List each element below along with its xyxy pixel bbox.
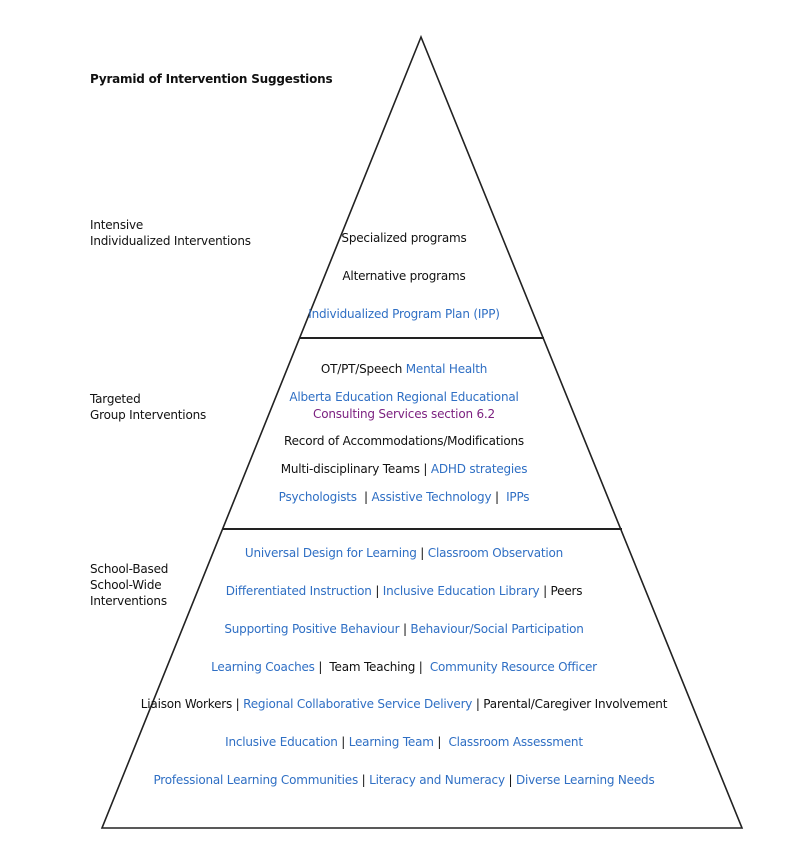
pyramid-outline xyxy=(100,34,744,829)
intervention-text: | Parental/Caregiver Involvement xyxy=(472,697,668,711)
tier-label-line: Group Interventions xyxy=(90,408,207,422)
intervention-text: | Peers xyxy=(539,584,583,598)
intervention-line: Differentiated Instruction | Inclusive E… xyxy=(0,584,808,598)
intervention-line: Supporting Positive Behaviour | Behaviou… xyxy=(0,622,808,636)
resource-link[interactable]: Community Resource Officer xyxy=(429,660,597,674)
intervention-line: Psychologists | Assistive Technology | I… xyxy=(0,490,808,504)
resource-link[interactable]: Learning Team xyxy=(348,735,434,749)
tier-label-line: Interventions xyxy=(90,594,167,608)
intervention-text: | xyxy=(416,546,428,560)
resource-link[interactable]: IPPs xyxy=(506,490,530,504)
resource-link[interactable]: Regional Collaborative Service Delivery xyxy=(243,697,473,711)
tier-label-intensive: Intensive Individualized Interventions xyxy=(90,217,251,249)
tier-label-line: Individualized Interventions xyxy=(90,234,251,248)
resource-link[interactable]: Classroom Observation xyxy=(427,546,564,560)
resource-link[interactable]: Universal Design for Learning xyxy=(244,546,417,560)
intervention-line: Individualized Program Plan (IPP) xyxy=(0,307,808,321)
intervention-line: Record of Accommodations/Modifications xyxy=(0,434,808,448)
resource-link[interactable]: Literacy and Numeracy xyxy=(369,773,505,787)
intervention-line: Alternative programs xyxy=(0,269,808,283)
intervention-text: | xyxy=(371,584,383,598)
resource-link[interactable]: Professional Learning Communities xyxy=(153,773,359,787)
diagram-title: Pyramid of Intervention Suggestions xyxy=(90,72,333,86)
resource-link[interactable]: ADHD strategies xyxy=(430,462,528,476)
resource-link[interactable]: Diverse Learning Needs xyxy=(515,773,655,787)
resource-link[interactable]: Classroom Assessment xyxy=(448,735,583,749)
intervention-text: | xyxy=(433,735,449,749)
intervention-line: Inclusive Education | Learning Team | Cl… xyxy=(0,735,808,749)
tier-label-school-wide: School-Based School-Wide Interventions xyxy=(90,561,168,609)
resource-link[interactable]: Inclusive Education xyxy=(225,735,338,749)
intervention-text: Liaison Workers | xyxy=(140,697,244,711)
intervention-text: | xyxy=(356,490,372,504)
resource-link[interactable]: Alberta Education Regional Educational xyxy=(289,390,519,404)
intervention-line: OT/PT/Speech Mental Health xyxy=(0,362,808,376)
intervention-text: Specialized programs xyxy=(341,231,467,245)
intervention-text: | xyxy=(504,773,516,787)
intervention-line: Alberta Education Regional Educational xyxy=(0,390,808,404)
intervention-line: Learning Coaches | Team Teaching | Commu… xyxy=(0,660,808,674)
resource-link[interactable]: Psychologists xyxy=(278,490,357,504)
intervention-text: | xyxy=(491,490,507,504)
resource-link[interactable]: Consulting Services section 6.2 xyxy=(313,407,495,421)
intervention-line: Liaison Workers | Regional Collaborative… xyxy=(0,697,808,711)
intervention-line: Professional Learning Communities | Lite… xyxy=(0,773,808,787)
intervention-line: Multi-disciplinary Teams | ADHD strategi… xyxy=(0,462,808,476)
intervention-text: Alternative programs xyxy=(342,269,466,283)
intervention-text: Multi-disciplinary Teams | xyxy=(280,462,431,476)
tier-label-line: School-Based xyxy=(90,562,169,576)
intervention-text: | xyxy=(358,773,370,787)
intervention-text: OT/PT/Speech xyxy=(320,362,406,376)
tier-label-line: School-Wide xyxy=(90,578,162,592)
resource-link[interactable]: Behaviour/Social Participation xyxy=(410,622,584,636)
intervention-text: | Team Teaching | xyxy=(314,660,430,674)
intervention-line: Specialized programs xyxy=(0,231,808,245)
resource-link[interactable]: Supporting Positive Behaviour xyxy=(224,622,400,636)
intervention-text: | xyxy=(337,735,349,749)
resource-link[interactable]: Individualized Program Plan (IPP) xyxy=(308,307,500,321)
tier-label-line: Targeted xyxy=(90,392,141,406)
intervention-text: Record of Accommodations/Modifications xyxy=(284,434,524,448)
resource-link[interactable]: Inclusive Education Library xyxy=(382,584,540,598)
tier-label-targeted: Targeted Group Interventions xyxy=(90,391,206,423)
intervention-text: | xyxy=(399,622,411,636)
resource-link[interactable]: Learning Coaches xyxy=(211,660,315,674)
resource-link[interactable]: Differentiated Instruction xyxy=(225,584,372,598)
tier-label-line: Intensive xyxy=(90,218,144,232)
intervention-line: Universal Design for Learning | Classroo… xyxy=(0,546,808,560)
resource-link[interactable]: Assistive Technology xyxy=(371,490,492,504)
intervention-line: Consulting Services section 6.2 xyxy=(0,407,808,421)
resource-link[interactable]: Mental Health xyxy=(405,362,488,376)
